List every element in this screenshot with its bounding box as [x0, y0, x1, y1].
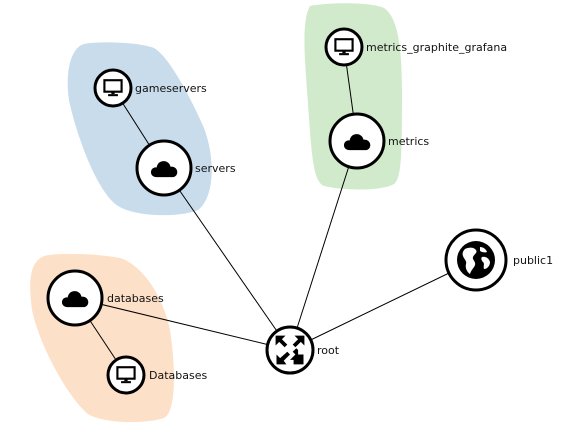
node-Databases-ring — [106, 355, 146, 395]
edge-metrics-to-root — [289, 140, 358, 351]
node-metrics[interactable]: metrics — [328, 112, 429, 170]
node-root[interactable]: root — [265, 325, 340, 375]
node-databases[interactable]: databases — [46, 269, 164, 327]
edge-servers-to-root — [163, 167, 291, 351]
node-Databases-label: Databases — [149, 369, 207, 382]
node-servers-label: servers — [195, 162, 236, 175]
node-public1-label: public1 — [513, 254, 553, 267]
node-gameservers-label: gameservers — [135, 82, 207, 95]
node-metrics-graphite-grafana-ring — [324, 27, 364, 67]
globe-icon — [457, 241, 495, 279]
node-databases-label: databases — [107, 292, 164, 305]
servers-group-hull — [67, 42, 212, 216]
node-gameservers[interactable]: gameservers — [93, 68, 207, 108]
node-servers[interactable]: servers — [135, 139, 236, 197]
node-root-label: root — [317, 344, 340, 357]
edge-public1-to-root — [289, 259, 477, 351]
edge-databases-to-root — [74, 297, 291, 351]
node-public1[interactable]: public1 — [444, 228, 553, 292]
node-root-ring — [265, 325, 315, 375]
node-metrics-graphite-grafana[interactable]: metrics_graphite_grafana — [324, 27, 507, 67]
node-gameservers-ring — [93, 68, 133, 108]
node-metrics-label: metrics — [388, 135, 429, 148]
node-Databases[interactable]: Databases — [106, 355, 207, 395]
node-metrics-graphite-grafana-label: metrics_graphite_grafana — [366, 41, 507, 54]
